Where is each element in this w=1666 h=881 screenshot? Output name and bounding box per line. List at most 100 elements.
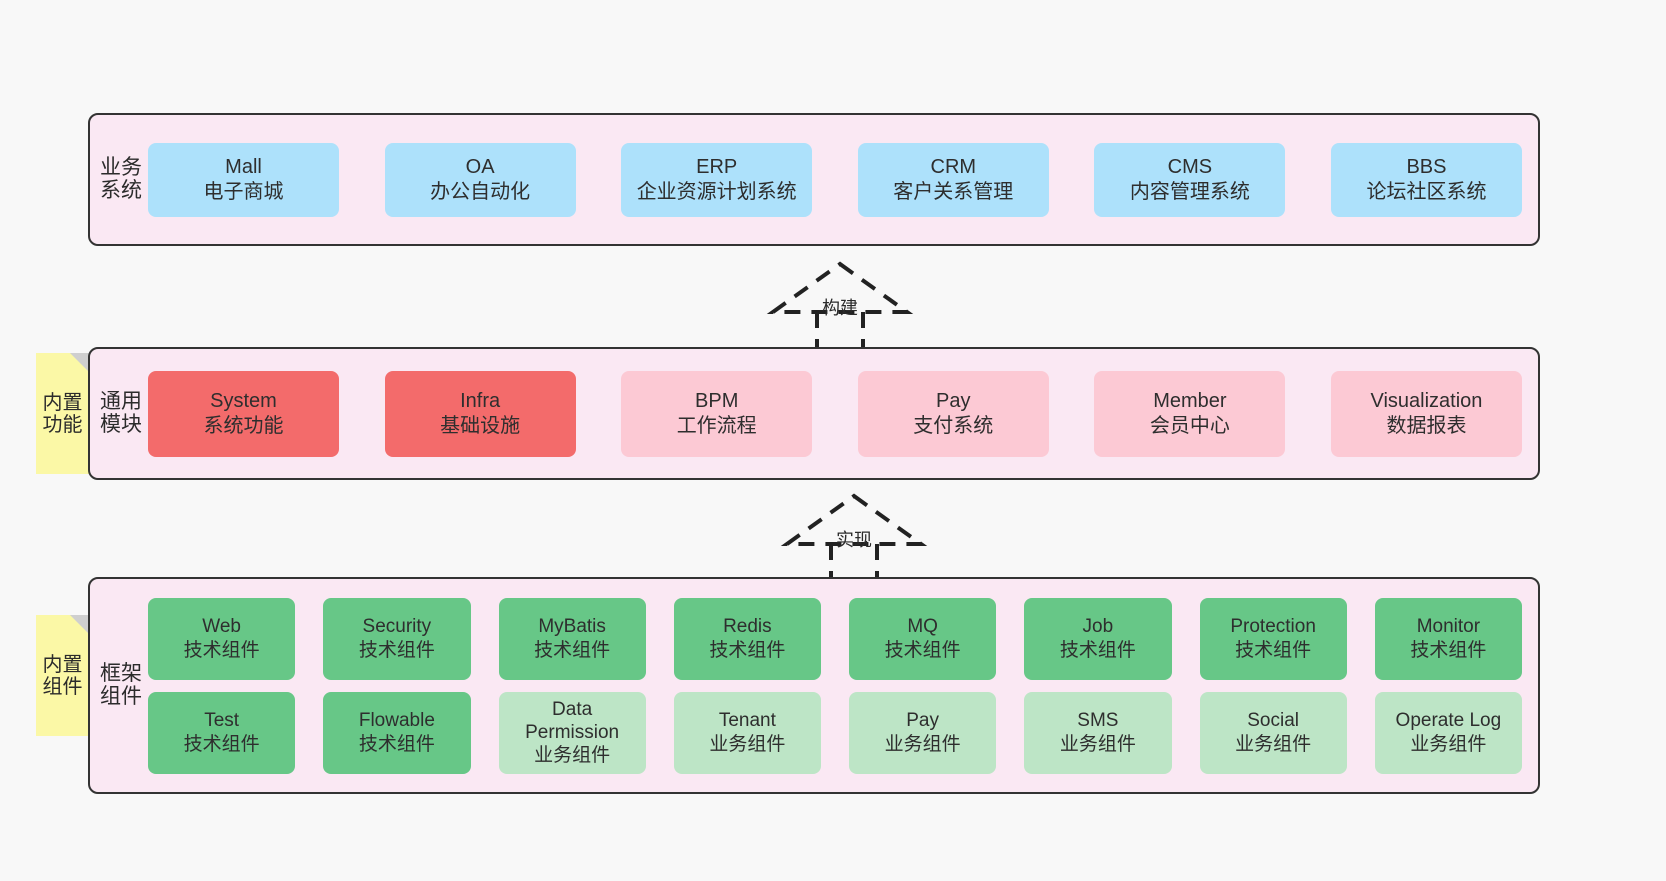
card-subtitle: 业务组件 bbox=[1059, 733, 1136, 755]
card-system[interactable]: System 系统功能 bbox=[148, 370, 339, 457]
layer-business-systems-label: 业务系统 bbox=[100, 156, 142, 202]
layer-framework-components: 框架组件 Web 技术组件 Security 技术组件 MyBatis 技术组件… bbox=[88, 577, 1540, 794]
card-security[interactable]: Security 技术组件 bbox=[323, 597, 471, 680]
card-job[interactable]: Job 技术组件 bbox=[1024, 597, 1172, 680]
card-subtitle: 会员中心 bbox=[1149, 414, 1230, 437]
card-mq[interactable]: MQ 技术组件 bbox=[849, 597, 997, 680]
layer-common-modules-label: 通用模块 bbox=[100, 390, 142, 436]
card-title: Social bbox=[1247, 709, 1299, 731]
card-subtitle: 技术组件 bbox=[358, 639, 435, 661]
card-title: Security bbox=[362, 615, 432, 637]
card-tenant[interactable]: Tenant 业务组件 bbox=[673, 691, 821, 774]
card-subtitle: 技术组件 bbox=[534, 639, 611, 661]
card-subtitle: 业务组件 bbox=[709, 733, 786, 755]
card-title: Flowable bbox=[358, 709, 435, 731]
card-subtitle: 基础设施 bbox=[440, 414, 521, 437]
card-subtitle: 内容管理系统 bbox=[1129, 180, 1250, 203]
card-subtitle: 技术组件 bbox=[709, 639, 786, 661]
card-subtitle: 办公自动化 bbox=[430, 180, 531, 203]
card-title: Redis bbox=[723, 615, 772, 637]
card-subtitle: 企业资源计划系统 bbox=[636, 180, 797, 203]
card-title: MyBatis bbox=[538, 615, 606, 637]
card-subtitle: 技术组件 bbox=[1410, 639, 1487, 661]
card-social[interactable]: Social 业务组件 bbox=[1199, 691, 1347, 774]
card-redis[interactable]: Redis 技术组件 bbox=[673, 597, 821, 680]
card-subtitle: 技术组件 bbox=[884, 639, 961, 661]
card-title: Tenant bbox=[718, 709, 776, 731]
card-title: Job bbox=[1082, 615, 1114, 637]
note-fold-icon bbox=[70, 615, 89, 634]
card-mybatis[interactable]: MyBatis 技术组件 bbox=[498, 597, 646, 680]
card-title: Monitor bbox=[1416, 615, 1481, 637]
card-visualization[interactable]: Visualization 数据报表 bbox=[1330, 370, 1522, 457]
card-title: Pay bbox=[936, 389, 971, 412]
connector-build-label: 构建 bbox=[822, 298, 858, 318]
card-data-permission[interactable]: Data Permission 业务组件 bbox=[498, 691, 646, 774]
card-title: Web bbox=[202, 615, 241, 637]
card-title: Protection bbox=[1230, 615, 1316, 637]
card-subtitle: 业务组件 bbox=[534, 745, 611, 767]
card-title: Data Permission bbox=[525, 698, 620, 743]
card-title: SMS bbox=[1077, 709, 1119, 731]
card-title: Mall bbox=[225, 155, 262, 178]
card-subtitle: 工作流程 bbox=[676, 414, 757, 437]
card-cms[interactable]: CMS 内容管理系统 bbox=[1094, 142, 1286, 217]
connector-build: 构建 bbox=[760, 258, 920, 354]
note-builtin-features-label: 内置功能 bbox=[42, 391, 83, 436]
card-oa[interactable]: OA 办公自动化 bbox=[384, 142, 576, 217]
card-member[interactable]: Member 会员中心 bbox=[1094, 370, 1286, 457]
card-protection[interactable]: Protection 技术组件 bbox=[1199, 597, 1347, 680]
card-subtitle: 客户关系管理 bbox=[893, 180, 1014, 203]
card-subtitle: 系统功能 bbox=[203, 414, 284, 437]
card-subtitle: 业务组件 bbox=[1235, 733, 1312, 755]
layer-business-systems-items: Mall 电子商城 OA 办公自动化 ERP 企业资源计划系统 CRM 客户关系… bbox=[142, 115, 1538, 244]
card-title: Test bbox=[204, 709, 240, 731]
card-title: BPM bbox=[695, 389, 739, 412]
layer-framework-components-label: 框架组件 bbox=[100, 662, 142, 708]
card-subtitle: 业务组件 bbox=[884, 733, 961, 755]
card-subtitle: 电子商城 bbox=[203, 180, 284, 203]
card-title: CRM bbox=[930, 155, 977, 178]
card-pay-component[interactable]: Pay 业务组件 bbox=[849, 691, 997, 774]
card-sms[interactable]: SMS 业务组件 bbox=[1024, 691, 1172, 774]
layer-business-systems: 业务系统 Mall 电子商城 OA 办公自动化 ERP 企业资源计划系统 CRM… bbox=[88, 113, 1540, 246]
card-title: CMS bbox=[1167, 155, 1213, 178]
note-builtin-features: 内置功能 bbox=[36, 353, 89, 474]
card-infra[interactable]: Infra 基础设施 bbox=[384, 370, 576, 457]
card-subtitle: 技术组件 bbox=[1235, 639, 1312, 661]
card-crm[interactable]: CRM 客户关系管理 bbox=[857, 142, 1049, 217]
layer-common-modules-items: System 系统功能 Infra 基础设施 BPM 工作流程 Pay 支付系统… bbox=[142, 349, 1538, 478]
card-web[interactable]: Web 技术组件 bbox=[148, 597, 296, 680]
card-subtitle: 支付系统 bbox=[913, 414, 994, 437]
layer-framework-components-items: Web 技术组件 Security 技术组件 MyBatis 技术组件 Redi… bbox=[142, 579, 1538, 792]
card-title: MQ bbox=[907, 615, 938, 637]
note-builtin-components-label: 内置组件 bbox=[42, 653, 83, 698]
card-title: System bbox=[210, 389, 277, 412]
card-title: Operate Log bbox=[1395, 709, 1502, 731]
card-title: Visualization bbox=[1370, 389, 1483, 412]
card-title: BBS bbox=[1406, 155, 1447, 178]
card-flowable[interactable]: Flowable 技术组件 bbox=[323, 691, 471, 774]
card-test[interactable]: Test 技术组件 bbox=[148, 691, 296, 774]
card-monitor[interactable]: Monitor 技术组件 bbox=[1374, 597, 1522, 680]
card-bbs[interactable]: BBS 论坛社区系统 bbox=[1330, 142, 1522, 217]
card-pay-module[interactable]: Pay 支付系统 bbox=[857, 370, 1049, 457]
layer-common-modules: 通用模块 System 系统功能 Infra 基础设施 BPM 工作流程 Pay… bbox=[88, 347, 1540, 480]
card-subtitle: 论坛社区系统 bbox=[1366, 180, 1487, 203]
card-title: OA bbox=[465, 155, 495, 178]
note-fold-icon bbox=[70, 353, 89, 372]
card-subtitle: 技术组件 bbox=[183, 733, 260, 755]
card-erp[interactable]: ERP 企业资源计划系统 bbox=[621, 142, 813, 217]
card-mall[interactable]: Mall 电子商城 bbox=[148, 142, 339, 217]
card-subtitle: 技术组件 bbox=[183, 639, 260, 661]
card-subtitle: 技术组件 bbox=[358, 733, 435, 755]
card-title: Pay bbox=[906, 709, 939, 731]
card-title: Infra bbox=[460, 389, 501, 412]
card-bpm[interactable]: BPM 工作流程 bbox=[621, 370, 813, 457]
card-title: ERP bbox=[696, 155, 738, 178]
card-title: Member bbox=[1153, 389, 1227, 412]
connector-implement: 实现 bbox=[774, 490, 934, 586]
card-operate-log[interactable]: Operate Log 业务组件 bbox=[1374, 691, 1522, 774]
note-builtin-components: 内置组件 bbox=[36, 615, 89, 736]
card-subtitle: 技术组件 bbox=[1059, 639, 1136, 661]
